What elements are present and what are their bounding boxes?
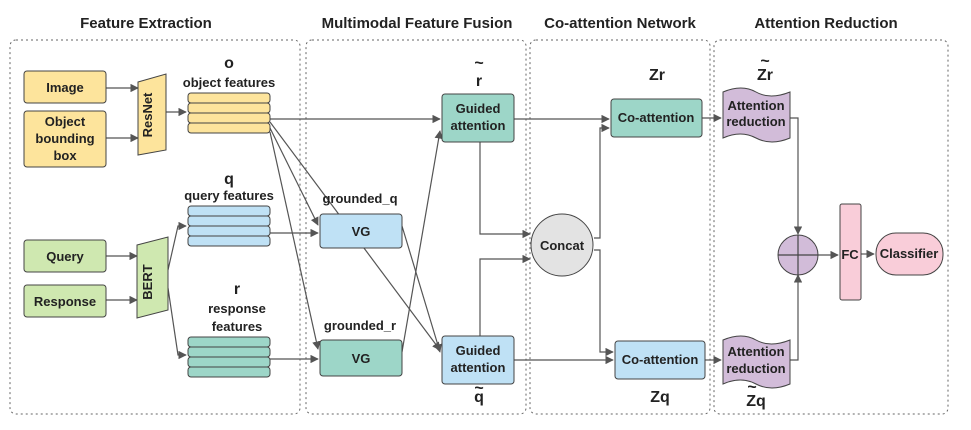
bbox-node: Object bounding box — [23, 110, 107, 168]
r-label-2: features — [212, 319, 263, 334]
edge-vgr-guided-r — [401, 130, 443, 353]
object-features-stack — [187, 92, 271, 134]
sum-node — [777, 234, 819, 276]
edge-guided-r-concat — [479, 142, 531, 239]
edge-bert-q — [167, 221, 187, 271]
edge-bert-r — [167, 287, 187, 360]
q-tilde-label: q — [474, 389, 484, 406]
coattention-top-node: Co-attention — [610, 98, 703, 138]
vg-q-node: VG — [319, 213, 403, 249]
grounded-r-label: grounded_r — [324, 318, 396, 333]
concat-label: Concat — [540, 238, 585, 253]
r-tilde-label: r — [476, 73, 482, 90]
coattention-bottom-label: Co-attention — [622, 352, 699, 367]
bbox-label-2: bounding — [35, 131, 94, 146]
fc-node: FC — [839, 203, 862, 301]
guided-r-label-2: attention — [451, 118, 506, 133]
zq-label: Zq — [650, 389, 670, 406]
zr-label: Zr — [649, 67, 665, 84]
coattention-panel — [529, 39, 711, 415]
edge-concat-coatt-top — [594, 123, 610, 239]
edge-vgq-guided-q — [401, 225, 442, 353]
grounded-q-label: grounded_q — [322, 191, 397, 206]
edge-guided-q-concat — [479, 254, 531, 336]
title-fusion: Multimodal Feature Fusion — [322, 15, 513, 32]
reduction-bottom-label-2: reduction — [726, 361, 785, 376]
resnet-label: ResNet — [140, 92, 155, 137]
image-label: Image — [46, 80, 84, 95]
bert-label: BERT — [140, 264, 155, 299]
bbox-label-3: box — [53, 148, 77, 163]
o-symbol: o — [224, 55, 234, 72]
response-features-stack — [187, 336, 271, 378]
edges — [106, 83, 875, 365]
feature-extraction-panel — [9, 39, 301, 415]
zq-tilde-mark: ~ — [747, 379, 756, 396]
edge-reduction-plus-bottom — [790, 274, 803, 361]
r-symbol: r — [234, 281, 240, 298]
o-label: object features — [183, 75, 275, 90]
guided-r-label-1: Guided — [456, 101, 501, 116]
query-node: Query — [23, 239, 107, 273]
guided-attention-r-node: Guided attention — [441, 93, 515, 143]
zr-tilde-mark: ~ — [760, 53, 769, 70]
q-tilde-mark: ~ — [474, 380, 483, 397]
concat-node: Concat — [530, 213, 594, 277]
vg-r-node: VG — [319, 339, 403, 377]
r-label-1: response — [208, 301, 266, 316]
response-node: Response — [23, 284, 107, 318]
zq-tilde-label: Zq — [746, 393, 766, 410]
query-label: Query — [46, 249, 84, 264]
guided-q-label-1: Guided — [456, 343, 501, 358]
response-label: Response — [34, 294, 96, 309]
reduction-bottom-label-1: Attention — [727, 344, 784, 359]
query-features-stack — [187, 205, 271, 247]
q-symbol: q — [224, 171, 234, 188]
title-feature-extraction: Feature Extraction — [80, 15, 212, 32]
guided-attention-q-node: Guided attention — [441, 335, 515, 385]
attention-reduction-top-node: Attention reduction — [722, 87, 791, 143]
coattention-bottom-node: Co-attention — [614, 340, 706, 380]
bert-node: BERT — [136, 236, 169, 319]
zr-tilde-label: Zr — [757, 67, 773, 84]
edge-o-vg-q — [269, 127, 319, 226]
classifier-label: Classifier — [880, 246, 939, 261]
vg-r-label: VG — [352, 351, 371, 366]
reduction-panel — [713, 39, 949, 415]
r-tilde-mark: ~ — [474, 55, 483, 72]
edge-o-vg-r — [269, 131, 321, 350]
bbox-label-1: Object — [45, 114, 86, 129]
resnet-node: ResNet — [137, 73, 167, 156]
fusion-panel — [305, 39, 527, 415]
image-node: Image — [23, 70, 107, 104]
coattention-top-label: Co-attention — [618, 110, 695, 125]
title-reduction: Attention Reduction — [754, 15, 897, 32]
edge-reduction-plus-top — [790, 117, 803, 235]
fc-label: FC — [841, 247, 859, 262]
classifier-node: Classifier — [875, 232, 944, 276]
reduction-top-label-2: reduction — [726, 114, 785, 129]
vg-q-label: VG — [352, 224, 371, 239]
guided-q-label-2: attention — [451, 360, 506, 375]
attention-reduction-bottom-node: Attention reduction — [722, 335, 791, 389]
reduction-top-label-1: Attention — [727, 98, 784, 113]
edge-concat-coatt-bottom — [594, 249, 614, 357]
title-coattention: Co-attention Network — [544, 15, 696, 32]
q-label: query features — [184, 188, 274, 203]
